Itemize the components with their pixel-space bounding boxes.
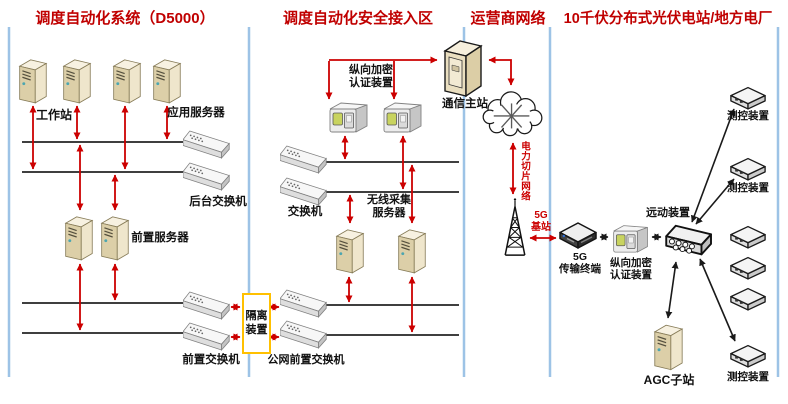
wireless-server-icon <box>333 226 366 274</box>
section-title-carrier: 运营商网络 <box>470 10 546 27</box>
section-title-pv-plant: 10千伏分布式光伏电站/地方电厂 <box>563 11 773 27</box>
encryption-device-icon <box>380 96 426 136</box>
app-server-icon <box>110 56 143 104</box>
red-links <box>29 56 557 341</box>
mc-device-icon <box>729 157 767 182</box>
label-mc-device: 测控装置 <box>727 371 769 383</box>
public-front-switch-icon <box>280 287 332 320</box>
mc-device-icon <box>729 86 767 111</box>
front-server-icon <box>62 213 95 261</box>
label-backend-switch: 后台交换机 <box>189 196 247 208</box>
label-5g-terminal: 5G 传输终端 <box>559 251 601 276</box>
label-encryption-device: 纵向加密 认证装置 <box>610 257 652 282</box>
front-server-icon <box>98 213 131 261</box>
workstation-server-icon <box>60 56 93 104</box>
mc-device-icon <box>729 287 767 312</box>
mc-device-icon <box>729 256 767 281</box>
black-links <box>599 108 736 342</box>
access-switch-icon <box>280 175 332 208</box>
label-wireless-server: 无线采集 服务器 <box>367 194 411 219</box>
network-cloud-icon <box>482 89 544 139</box>
label-access-switch: 交换机 <box>287 206 323 218</box>
label-5g-base-station: 5G 基站 <box>531 210 551 233</box>
section-title-secure-access: 调度自动化安全接入区 <box>282 10 433 27</box>
rtu-icon <box>664 221 718 261</box>
label-workstation: 工作站 <box>35 108 72 122</box>
app-server-icon <box>150 56 183 104</box>
label-mc-device: 测控装置 <box>727 110 769 122</box>
label-public-front-switch: 公网前置交换机 <box>267 354 345 366</box>
label-encryption-device: 纵向加密 认证装置 <box>349 64 393 89</box>
label-front-switch: 前置交换机 <box>182 354 240 366</box>
wireless-server-icon <box>395 226 428 274</box>
bus-lines <box>22 141 459 336</box>
comm-master-server-icon <box>440 36 486 98</box>
encryption-device-icon <box>610 219 652 256</box>
g5-terminal-icon <box>558 221 598 253</box>
isolation-device: 隔离 装置 <box>242 293 271 354</box>
public-front-switch-icon <box>280 318 332 351</box>
section-title-d5000: 调度自动化系统（D5000） <box>35 10 215 27</box>
workstation-server-icon <box>16 56 49 104</box>
mc-device-icon <box>729 225 767 250</box>
label-agc-substation: AGC子站 <box>643 373 695 387</box>
front-switch-icon <box>183 289 235 322</box>
mc-device-icon <box>729 344 767 369</box>
backend-switch-icon <box>183 160 235 193</box>
encryption-device-icon <box>326 96 372 136</box>
label-rtu: 远动装置 <box>646 207 690 219</box>
label-front-server: 前置服务器 <box>131 232 189 244</box>
label-power-slice-network: 电力切片网络 <box>519 141 530 201</box>
label-comm-master: 通信主站 <box>442 98 488 110</box>
label-app-server: 应用服务器 <box>167 107 225 119</box>
access-switch-icon <box>280 143 332 176</box>
agc-server-icon <box>651 321 685 371</box>
backend-switch-icon <box>183 128 235 161</box>
label-mc-device: 测控装置 <box>727 182 769 194</box>
front-switch-icon <box>183 320 235 353</box>
